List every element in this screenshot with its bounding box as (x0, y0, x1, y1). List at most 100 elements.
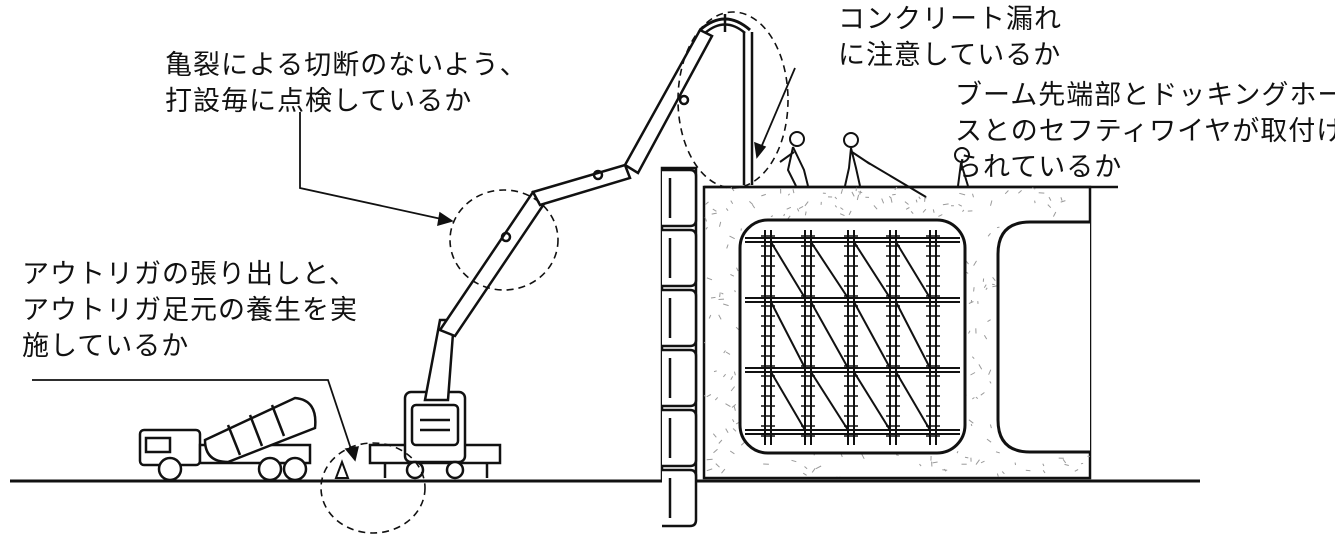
concrete-speckle (834, 205, 838, 208)
concrete-speckle (1042, 470, 1046, 474)
concrete-speckle (989, 381, 992, 384)
concrete-speckle (932, 461, 938, 464)
concrete-speckle (804, 201, 809, 207)
concrete-speckle (895, 454, 899, 456)
concrete-speckle (1060, 197, 1063, 201)
column-module (662, 408, 698, 468)
concrete-speckle (848, 210, 852, 216)
concrete-speckle (733, 405, 736, 411)
formwork-column (660, 166, 698, 528)
concrete-speckle (964, 456, 969, 459)
concrete-speckle (787, 193, 790, 196)
concrete-speckle (904, 201, 909, 205)
concrete-speckle (983, 284, 987, 288)
concrete-speckle (721, 292, 724, 295)
concrete-speckle (992, 285, 998, 288)
concrete-speckle (851, 191, 855, 197)
concrete-speckle (956, 450, 959, 454)
concrete-speckle (729, 235, 735, 240)
concrete-speckle (761, 193, 766, 197)
concrete-leak-annotation: コンクリート漏れ に注意しているか (838, 2, 1062, 74)
concrete-speckle (839, 213, 845, 217)
concrete-speckle (708, 314, 712, 319)
concrete-speckle (992, 276, 996, 282)
concrete-speckle (1064, 463, 1069, 466)
concrete-speckle (712, 208, 717, 212)
arrow-concrete (754, 141, 767, 159)
column-module (662, 228, 698, 288)
concrete-speckle (980, 460, 985, 464)
concrete-speckle (890, 197, 893, 203)
concrete-speckle (1004, 190, 1009, 195)
concrete-speckle (1048, 196, 1052, 201)
concrete-speckle (975, 459, 980, 465)
concrete-speckle (725, 208, 729, 211)
concrete-speckle (725, 351, 731, 355)
concrete-speckle (811, 468, 816, 473)
concrete-speckle (970, 372, 976, 376)
concrete-speckle (719, 292, 721, 298)
concrete-speckle (786, 206, 792, 210)
circle-boom-tip (677, 11, 789, 189)
concrete-speckle (978, 364, 983, 370)
concrete-speckle (804, 466, 808, 470)
outrigger-annotation: アウトリガの張り出しと、 アウトリガ足元の養生を実 施しているか (22, 257, 358, 365)
concrete-speckle (922, 208, 927, 213)
concrete-speckle (1052, 211, 1057, 217)
concrete-speckle (706, 468, 713, 472)
concrete-speckle (730, 273, 735, 277)
concrete-speckle (943, 468, 947, 472)
concrete-speckle (942, 203, 949, 206)
crack-check-annotation: 亀裂による切断のないよう、 打設毎に点検しているか (165, 48, 528, 120)
outrigger-line-2: アウトリガ足元の養生を実 (22, 295, 358, 326)
formwork-shoring (738, 218, 967, 455)
concrete-speckle (735, 326, 739, 330)
concrete-speckle (986, 438, 992, 443)
concrete-speckle (706, 394, 712, 398)
safety-wire-line-1: ブーム先端部とドッキングホー (955, 80, 1335, 111)
concrete-speckle (725, 403, 731, 408)
concrete-speckle (1025, 469, 1031, 472)
concrete-speckle (881, 198, 885, 204)
concrete-speckle (958, 203, 963, 207)
concrete-speckle (1018, 190, 1022, 194)
column-module (662, 468, 698, 528)
concrete-speckle (752, 204, 756, 209)
second-opening (996, 220, 1090, 454)
concrete-speckle (987, 319, 991, 323)
concrete-speckle (971, 356, 975, 359)
circle-boom-joint (449, 189, 559, 291)
concrete-pump-truck (368, 318, 502, 480)
leader-outrigger (32, 379, 353, 453)
concrete-speckle (726, 244, 729, 249)
concrete-speckle (710, 296, 716, 299)
concrete-speckle (723, 373, 726, 378)
worker-2 (843, 132, 871, 187)
arrow-crack (437, 211, 454, 227)
concrete-speckle (732, 428, 737, 432)
concrete-speckle (894, 187, 898, 191)
concrete-speckle (704, 395, 706, 397)
concrete-speckle (736, 267, 739, 272)
workers (779, 131, 970, 198)
traffic-cone (334, 459, 350, 479)
concrete-speckle (704, 201, 709, 206)
concrete-speckle (888, 196, 892, 199)
leader-crack (299, 112, 447, 221)
concrete-speckle (938, 214, 943, 217)
concrete-speckle (973, 260, 977, 266)
concrete-speckle (905, 207, 910, 210)
concrete-speckle (918, 196, 921, 200)
concrete-speckle (915, 199, 918, 203)
concrete-speckle (787, 215, 791, 220)
concrete-speckle (704, 216, 707, 222)
concrete-speckle (1047, 204, 1052, 209)
concrete-speckle (704, 341, 706, 344)
pump-boom (438, 14, 754, 338)
concrete-speckle (723, 303, 729, 307)
concrete-speckle (1042, 463, 1045, 467)
concrete-speckle (983, 334, 988, 340)
concrete-speckle (706, 277, 713, 281)
concrete-speckle (968, 419, 974, 424)
